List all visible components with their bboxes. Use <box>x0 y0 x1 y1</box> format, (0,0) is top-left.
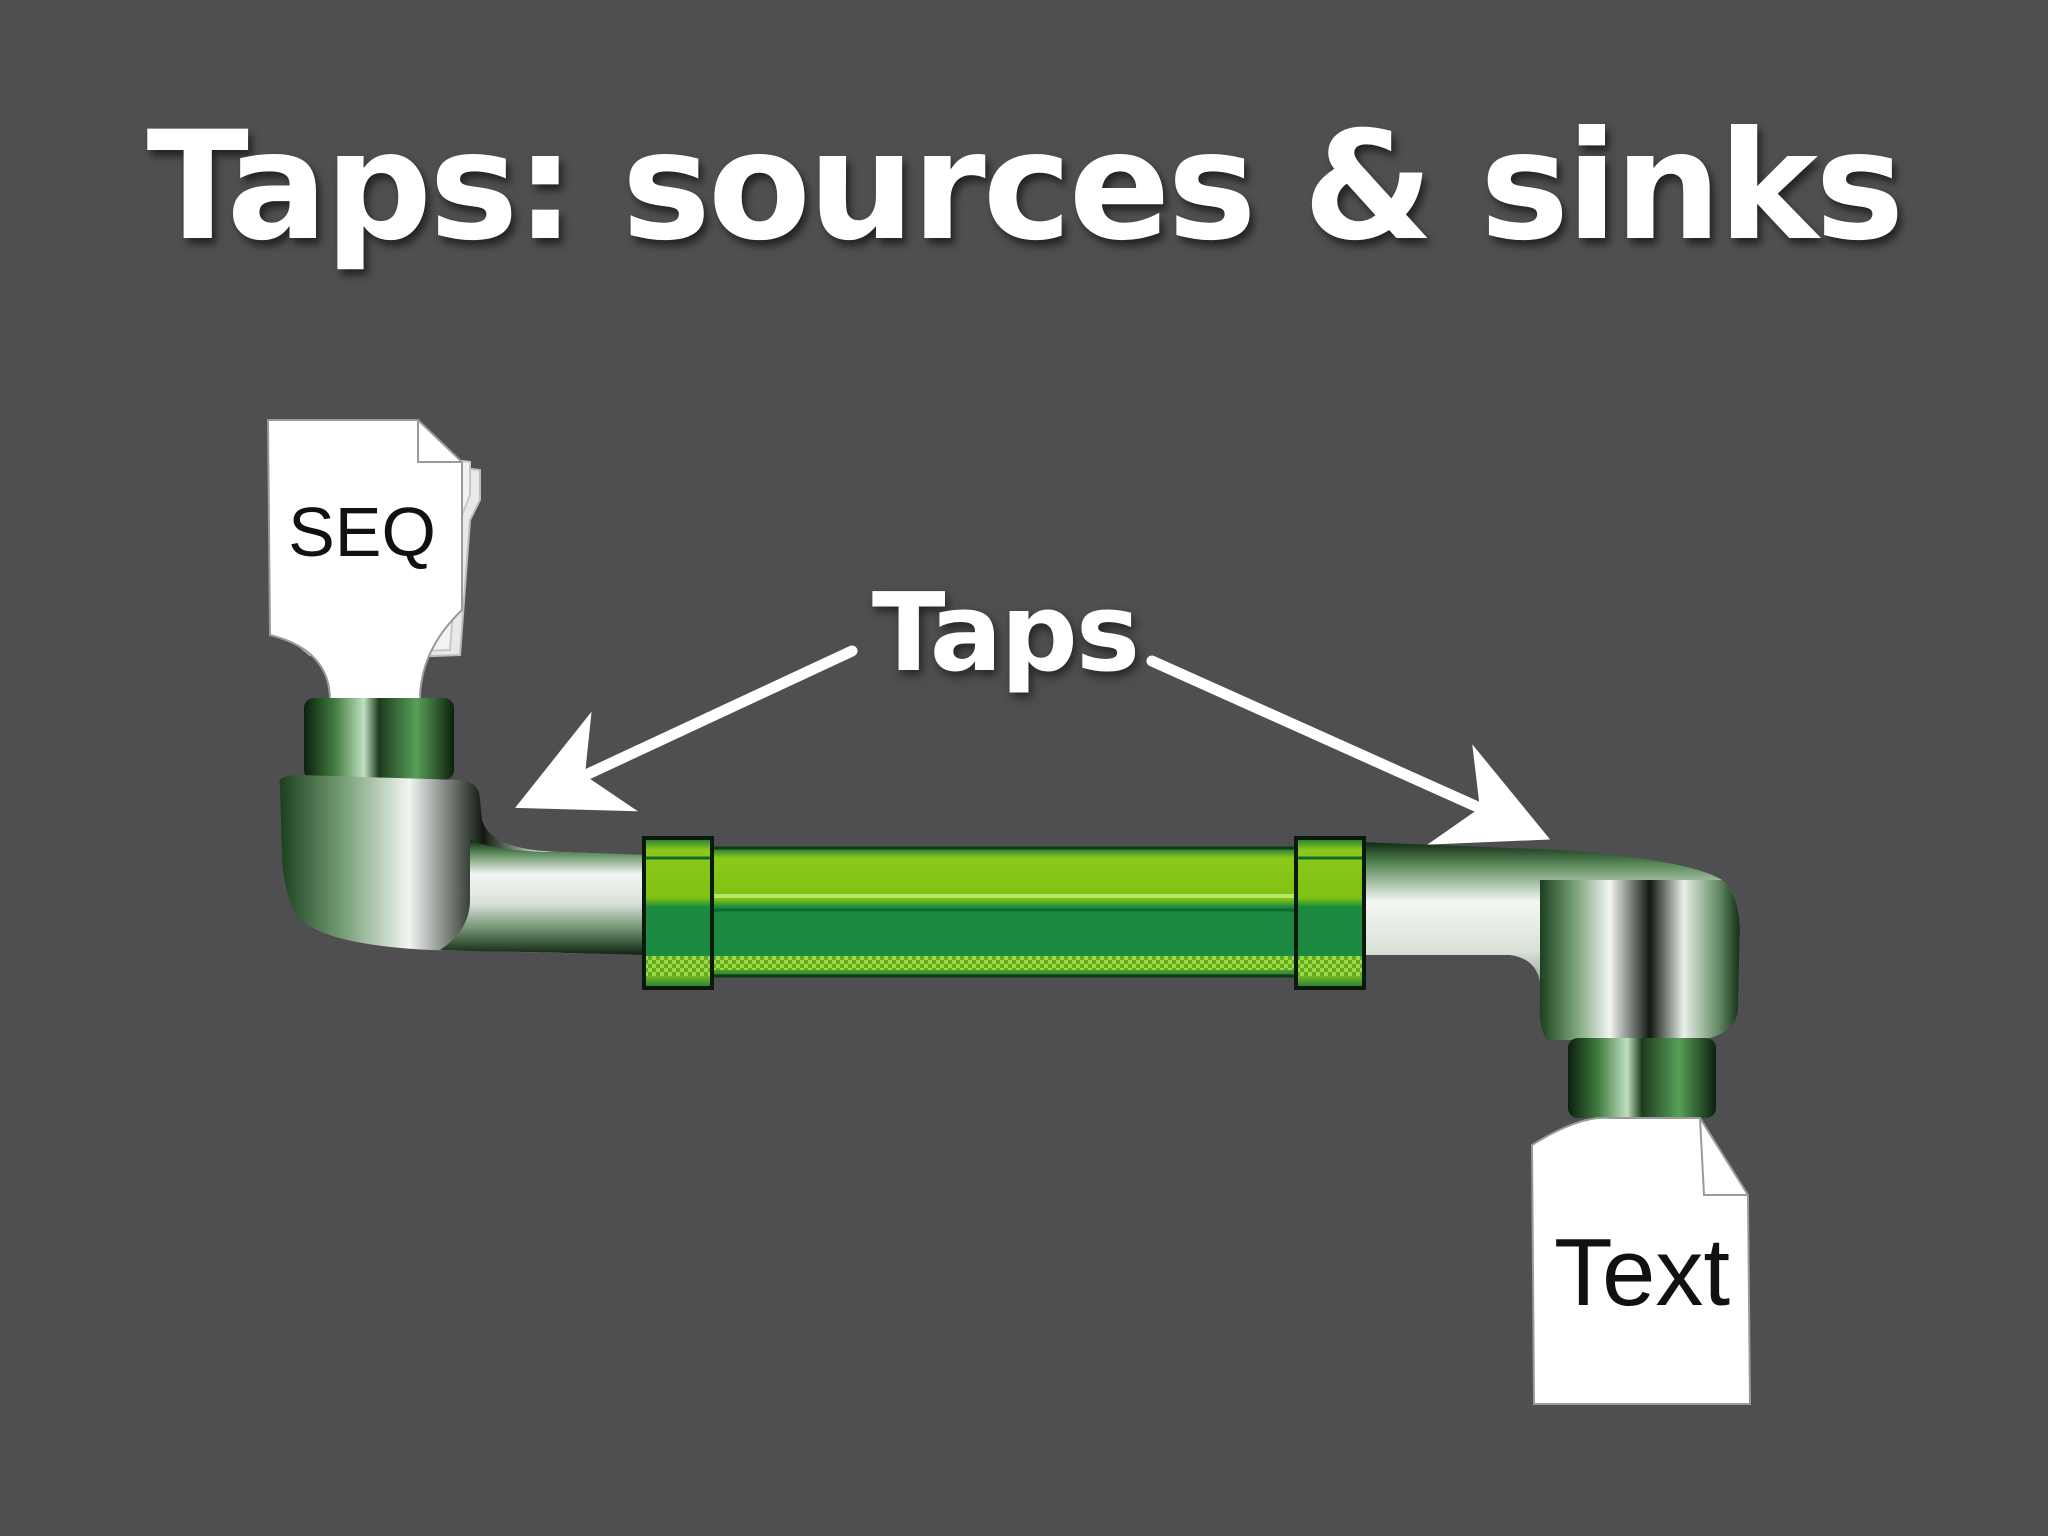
sink-faucet-icon <box>1360 842 1740 1118</box>
callout-arrow-left <box>515 645 858 812</box>
pipe <box>708 846 1302 978</box>
pipe-collar-right <box>1294 836 1366 990</box>
callout-arrow-right <box>1146 655 1551 845</box>
sink-doc-label: Text <box>1554 1219 1730 1326</box>
pipe-collar-left <box>642 836 714 990</box>
source-faucet-icon <box>279 698 650 955</box>
callout-label: Taps <box>872 571 1138 696</box>
slide-title: Taps: sources & sinks <box>146 100 1905 274</box>
sink-document-icon: Text <box>1530 1116 1752 1405</box>
source-document-icon: SEQ <box>266 419 481 701</box>
source-doc-label: SEQ <box>288 493 436 571</box>
